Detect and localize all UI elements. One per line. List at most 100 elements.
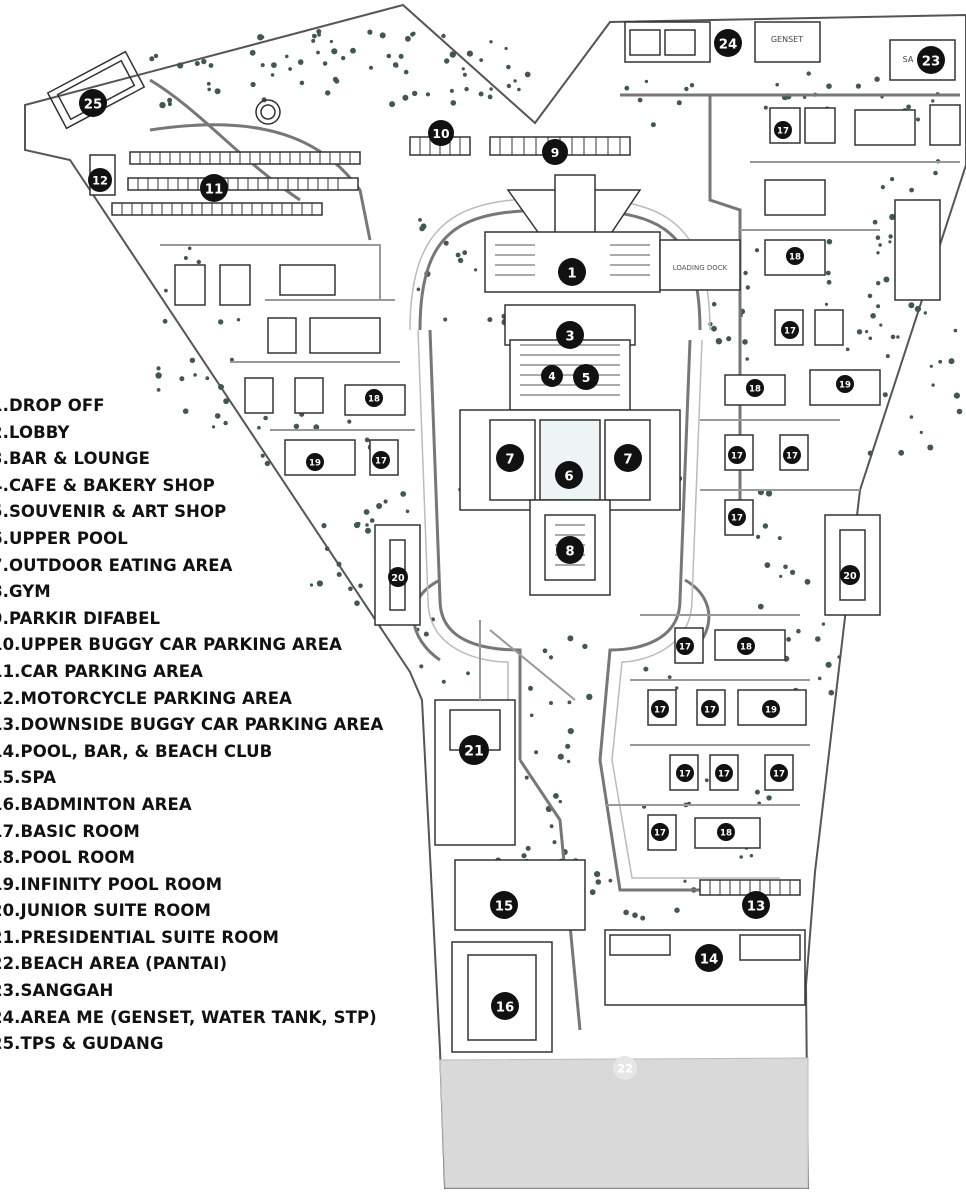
tree-dot	[909, 187, 914, 193]
tree-dot	[405, 509, 410, 514]
marker-badge	[428, 120, 454, 146]
tree-dot	[317, 32, 321, 37]
tree-dot	[487, 94, 493, 100]
tree-dot	[567, 700, 572, 705]
tree-dot	[425, 92, 430, 97]
tree-dot	[927, 444, 934, 451]
tree-dot	[765, 490, 773, 497]
tree-dot	[405, 35, 411, 42]
marker-number: 18	[740, 642, 752, 652]
tree-dot	[418, 218, 422, 222]
tree-dot	[552, 840, 557, 845]
tree-dot	[194, 61, 200, 66]
tree-dot	[386, 53, 392, 59]
tree-dot	[156, 366, 161, 371]
map-marker-19: 19	[306, 453, 324, 471]
tree-dot	[208, 63, 214, 68]
tree-dot	[455, 252, 461, 258]
tree-dot	[909, 415, 914, 419]
tree-dot	[644, 79, 649, 84]
legend-item: 16.BADMINTON AREA	[0, 794, 192, 814]
tree-dot	[815, 636, 821, 642]
tree-dot	[796, 628, 801, 634]
marker-badge	[714, 29, 742, 57]
tree-dot	[777, 536, 782, 541]
tree-dot	[542, 648, 548, 654]
marker-badge	[496, 444, 524, 472]
tree-dot	[715, 338, 723, 345]
tree-dot	[558, 799, 562, 804]
tree-dot	[489, 40, 493, 44]
map-marker-18: 18	[717, 823, 735, 841]
tree-dot	[890, 334, 896, 340]
tree-dot	[410, 32, 415, 37]
marker-badge	[737, 637, 755, 655]
map-marker-17: 17	[774, 121, 792, 139]
marker-badge	[728, 446, 746, 464]
tree-dot	[675, 686, 679, 690]
tree-dot	[775, 82, 779, 87]
tree-dot	[766, 795, 772, 801]
tree-dot	[416, 287, 421, 292]
map-marker-17: 17	[676, 637, 694, 655]
map-marker-17: 17	[781, 321, 799, 339]
tree-dot	[790, 569, 796, 576]
tree-dot	[153, 53, 159, 59]
tree-dot	[667, 675, 672, 679]
tree-dot	[837, 655, 841, 659]
tree-dot	[956, 408, 963, 415]
legend-item: 9.PARKIR DIFABEL	[0, 608, 161, 628]
legend-item: 12.MOTORCYCLE PARKING AREA	[0, 688, 292, 708]
tree-dot	[211, 425, 216, 429]
villa-paths	[160, 161, 960, 806]
tree-dot	[250, 81, 256, 88]
tree-dot	[845, 347, 850, 352]
tree-dot	[757, 603, 764, 610]
tree-dot	[883, 276, 890, 283]
marker-number: 17	[679, 769, 691, 779]
tree-dot	[888, 240, 892, 244]
tree-dot	[739, 855, 743, 859]
tree-dot	[376, 503, 383, 509]
marker-badge	[695, 944, 723, 972]
genset-label: GENSET	[771, 35, 803, 44]
tree-dot	[623, 909, 629, 916]
marker-number: 19	[839, 380, 851, 390]
tree-dot	[264, 460, 271, 467]
tree-dot	[331, 48, 338, 55]
tree-dot	[567, 728, 574, 735]
tree-dot	[534, 750, 539, 755]
tree-dot	[674, 907, 680, 913]
marker-badge	[770, 764, 788, 782]
tree-dot	[316, 50, 320, 55]
tree-dot	[487, 317, 493, 323]
legend-item: 25.TPS & GUDANG	[0, 1034, 164, 1054]
tree-dot	[392, 62, 399, 68]
tree-dot	[403, 69, 409, 75]
tree-dot	[756, 534, 761, 540]
map-marker-20: 20	[388, 567, 408, 587]
tree-dot	[919, 430, 923, 434]
map-marker-23: 23	[917, 46, 945, 74]
tree-dot	[742, 339, 748, 345]
tree-dot	[743, 270, 748, 276]
tree-dot	[608, 878, 613, 883]
tree-dot	[478, 91, 484, 97]
tree-dot	[332, 76, 339, 83]
tree-dot	[878, 243, 882, 247]
marker-badge	[840, 565, 860, 585]
tree-dot	[357, 521, 361, 526]
tree-dot	[931, 383, 935, 387]
map-marker-19: 19	[836, 375, 854, 393]
map-marker-17: 17	[372, 451, 390, 469]
tree-dot	[948, 358, 955, 365]
tree-dot	[263, 415, 268, 421]
marker-badge	[388, 567, 408, 587]
tree-dot	[589, 889, 596, 896]
tree-dot	[506, 64, 511, 70]
map-marker-9: 9	[542, 139, 568, 165]
tree-dot	[364, 437, 370, 443]
tree-dot	[826, 238, 833, 245]
